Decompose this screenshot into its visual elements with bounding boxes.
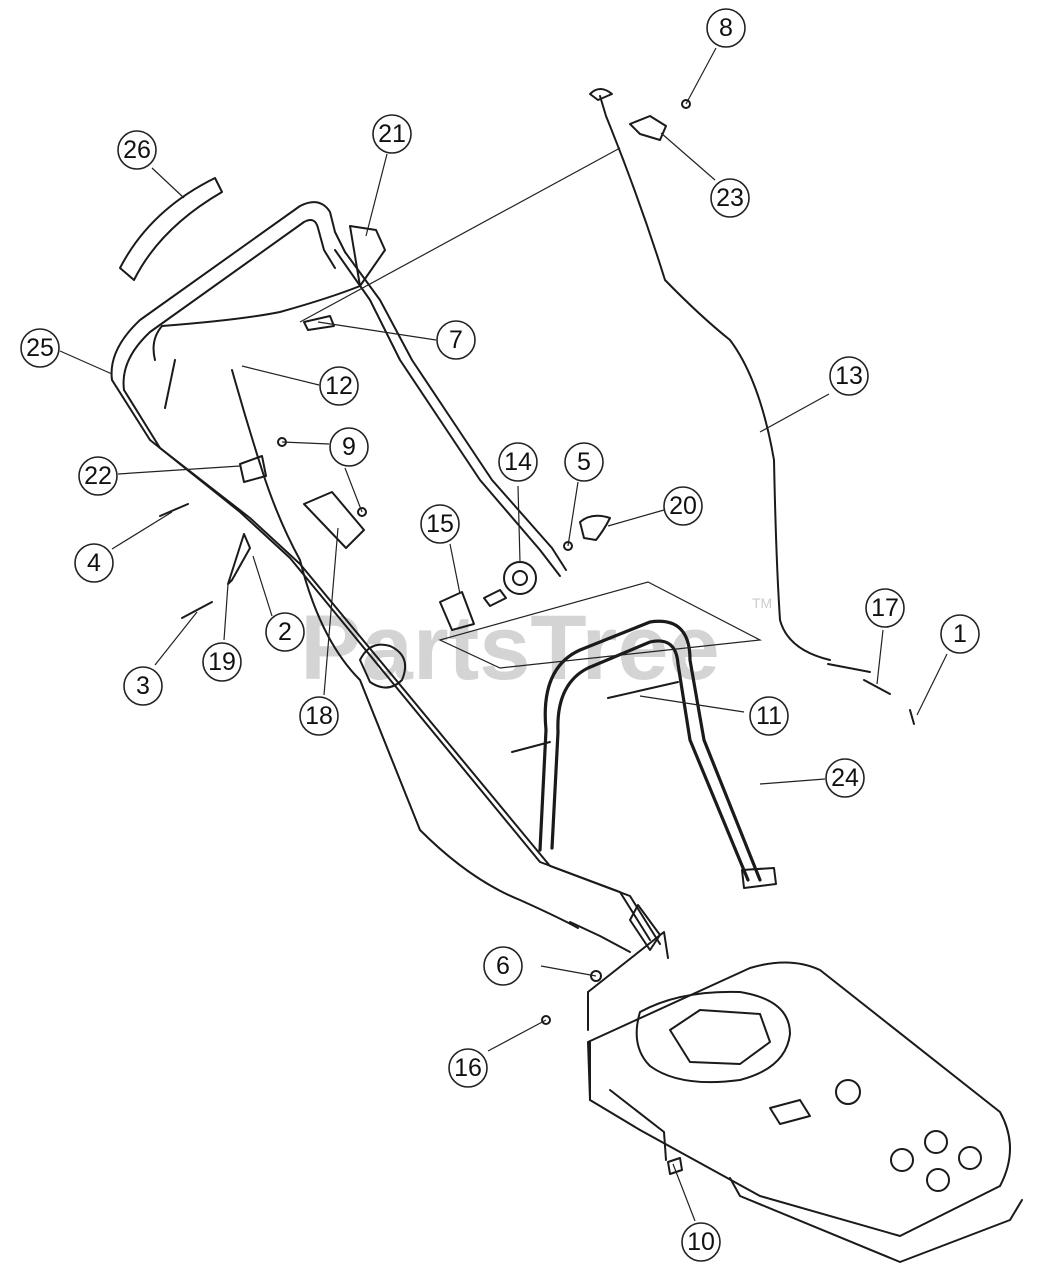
svg-text:24: 24 — [831, 764, 859, 792]
callout-19: 19 — [202, 642, 242, 682]
svg-text:6: 6 — [496, 952, 510, 980]
upper-handle — [110, 201, 661, 951]
svg-text:3: 3 — [136, 672, 150, 700]
callout-4: 4 — [74, 543, 114, 583]
svg-text:12: 12 — [325, 372, 353, 400]
throttle-cable — [231, 369, 631, 953]
deck-housing — [587, 931, 1023, 1263]
svg-text:9: 9 — [342, 433, 356, 461]
safety-bail — [152, 225, 386, 409]
callout-17: 17 — [865, 588, 905, 628]
callout-25: 25 — [20, 328, 60, 368]
hardware-parts — [159, 99, 915, 1175]
handle-grip — [119, 177, 223, 281]
callout-5: 5 — [564, 442, 604, 482]
callout-20: 20 — [663, 486, 703, 526]
svg-text:8: 8 — [719, 14, 733, 42]
callout-23: 23 — [710, 178, 750, 218]
svg-text:11: 11 — [756, 702, 782, 730]
callout-16: 16 — [448, 1048, 488, 1088]
callout-22: 22 — [78, 456, 118, 496]
callout-8: 8 — [706, 8, 746, 48]
svg-text:19: 19 — [208, 648, 236, 676]
svg-text:18: 18 — [305, 702, 333, 730]
assembly-guide-line — [438, 581, 763, 669]
svg-text:1: 1 — [953, 620, 967, 648]
callout-11: 11 — [749, 696, 789, 736]
callout-12: 12 — [319, 366, 359, 406]
callout-21: 21 — [372, 114, 412, 154]
svg-text:20: 20 — [669, 492, 697, 520]
svg-text:5: 5 — [577, 448, 591, 476]
callout-24: 24 — [825, 758, 865, 798]
callout-6: 6 — [483, 946, 523, 986]
svg-text:14: 14 — [504, 448, 532, 476]
svg-text:4: 4 — [87, 549, 101, 577]
svg-text:22: 22 — [84, 462, 112, 490]
svg-text:2: 2 — [278, 618, 292, 646]
callout-18: 18 — [299, 696, 339, 736]
svg-text:26: 26 — [123, 136, 151, 164]
callout-26: 26 — [117, 130, 157, 170]
svg-text:23: 23 — [716, 184, 744, 212]
cable-guide-line — [299, 147, 621, 323]
svg-text:15: 15 — [426, 510, 454, 538]
callout-15: 15 — [420, 504, 460, 544]
callouts: 1 2 3 4 5 6 7 8 9 10 11 12 13 14 15 16 1… — [20, 8, 980, 1262]
svg-text:10: 10 — [687, 1228, 715, 1256]
callout-9: 9 — [329, 427, 369, 467]
watermark-trademark: TM — [752, 595, 772, 611]
svg-text:16: 16 — [454, 1054, 482, 1082]
callout-3: 3 — [123, 666, 163, 706]
svg-text:7: 7 — [449, 326, 463, 354]
control-cable — [589, 88, 871, 673]
callout-1: 1 — [940, 614, 980, 654]
svg-text:21: 21 — [378, 120, 406, 148]
svg-text:25: 25 — [26, 334, 54, 362]
callout-13: 13 — [829, 356, 869, 396]
svg-text:17: 17 — [871, 594, 899, 622]
svg-text:13: 13 — [835, 362, 863, 390]
callout-14: 14 — [498, 442, 538, 482]
callout-2: 2 — [265, 612, 305, 652]
callout-10: 10 — [681, 1222, 721, 1262]
callout-7: 7 — [436, 320, 476, 360]
leader-lines — [59, 47, 948, 1222]
